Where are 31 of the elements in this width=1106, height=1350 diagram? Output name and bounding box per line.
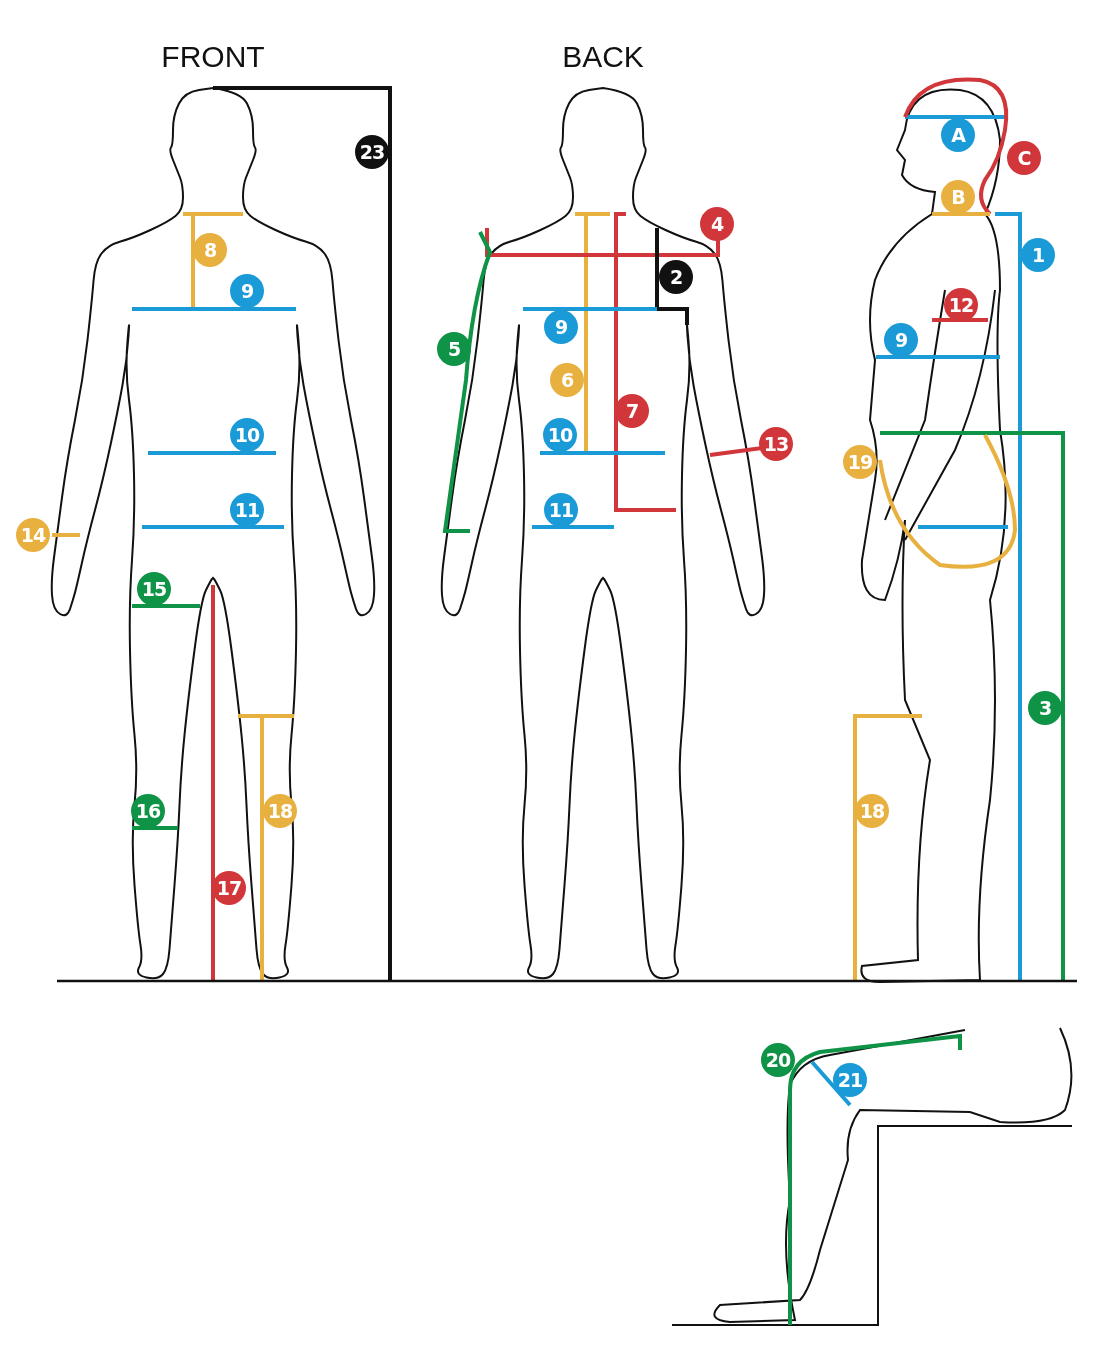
callout-number: 23	[355, 135, 389, 169]
callout-number: 15	[137, 572, 171, 606]
callout-number: 9	[230, 274, 264, 308]
callout-number: 3	[1028, 691, 1062, 725]
callout-number: 1	[1021, 238, 1055, 272]
callout-number: B	[941, 180, 975, 214]
callout-number: 11	[544, 493, 578, 527]
callout-number: 10	[543, 418, 577, 452]
callout-number: 13	[759, 427, 793, 461]
callout-number: 14	[16, 518, 50, 552]
callout-number: 21	[833, 1063, 867, 1097]
view-title: FRONT	[161, 40, 265, 74]
callout-number: 10	[230, 418, 264, 452]
callout-number: 16	[131, 794, 165, 828]
callout-number: 17	[212, 871, 246, 905]
callout-number: A	[941, 118, 975, 152]
callout-number: 2	[659, 260, 693, 294]
callout-number: 20	[761, 1043, 795, 1077]
callout-number: 9	[544, 310, 578, 344]
callout-number: 8	[193, 233, 227, 267]
callout-number: 9	[884, 323, 918, 357]
callout-number: 5	[437, 332, 471, 366]
callout-number: 6	[550, 363, 584, 397]
callout-number: C	[1007, 141, 1041, 175]
view-title: BACK	[562, 40, 644, 74]
callout-number: 19	[843, 445, 877, 479]
callout-number: 4	[700, 207, 734, 241]
callout-number: 7	[615, 394, 649, 428]
callout-number: 11	[230, 493, 264, 527]
callout-number: 18	[855, 794, 889, 828]
callout-number: 18	[263, 794, 297, 828]
